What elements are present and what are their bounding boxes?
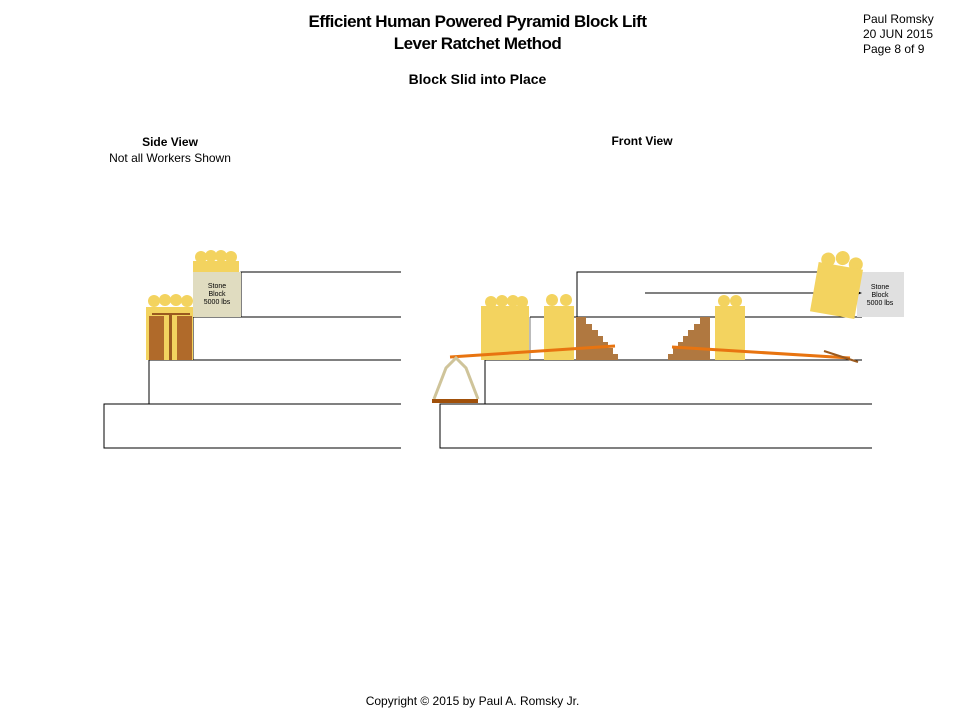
copyright: Copyright © 2015 by Paul A. Romsky Jr. <box>365 694 580 708</box>
front-view-heading: Front View <box>611 134 673 148</box>
front-workers <box>481 251 863 360</box>
slide-subtitle: Block Slid into Place <box>408 71 547 87</box>
svg-text:5000 lbs: 5000 lbs <box>204 299 231 306</box>
svg-text:Block: Block <box>208 291 226 298</box>
front-stone-block: Stone Block 5000 lbs <box>857 272 904 317</box>
author: Paul Romsky <box>863 12 934 26</box>
date: 20 JUN 2015 <box>863 27 934 41</box>
svg-text:5000 lbs: 5000 lbs <box>867 300 894 307</box>
svg-text:Stone: Stone <box>871 284 889 291</box>
side-ladder-workers <box>146 294 193 360</box>
ratchet-stairs <box>576 317 710 360</box>
levers <box>449 344 859 363</box>
trestle-fulcrum <box>432 355 480 403</box>
page-number: Page 8 of 9 <box>863 42 925 56</box>
svg-text:Block: Block <box>871 292 889 299</box>
svg-text:Stone: Stone <box>208 283 226 290</box>
side-workers-top <box>193 250 239 272</box>
page-title: Efficient Human Powered Pyramid Block Li… <box>308 12 647 53</box>
side-stone-block: Stone Block 5000 lbs <box>193 272 241 317</box>
